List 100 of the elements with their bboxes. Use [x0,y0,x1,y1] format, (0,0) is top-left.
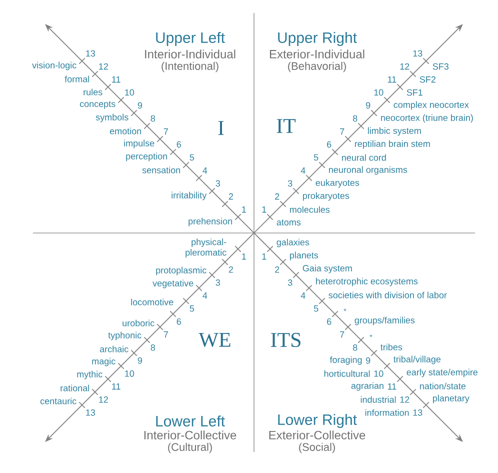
level-label: heterotrophic ecosystems [316,278,418,286]
level-label: centauric [40,398,76,404]
level-label: early state/empire [406,368,478,378]
level-label: irritability [172,192,207,200]
level-label: groups/families [354,316,415,326]
tick-number: 5 [190,154,194,161]
level-label: perception [126,152,168,162]
tick-number: 13 [413,409,422,416]
level-label: eukaryotes [316,179,360,188]
tick-number: 5 [314,154,318,161]
tick-number: 6 [327,318,332,325]
tick-number: 2 [228,266,233,273]
level-label: atoms [276,220,301,226]
level-label: SF3 [432,63,449,70]
tick-number: 4 [202,292,208,299]
level-label: concepts [80,101,116,109]
tick-number: 12 [400,63,410,70]
tick-number: 5 [314,305,318,312]
level-label: limbic system [368,127,421,136]
tick-number: 3 [216,279,220,286]
tick-number: 1 [262,206,266,213]
tick-number: 6 [176,141,182,148]
level-label: impulse [124,140,154,148]
level-label: molecules [290,206,330,213]
tick-number: 12 [99,396,108,403]
quadrant-pronoun: WE [198,332,230,348]
quadrant-pronoun: IT [276,119,296,133]
level-label: galaxies [276,238,310,248]
tick-number: 7 [340,331,344,338]
level-label: symbols [96,114,128,122]
level-label: SF2 [420,76,436,83]
tick-number: 4 [300,292,306,299]
tick-number: 1 [262,253,266,260]
tick-number: 10 [125,89,134,96]
tick-number: 8 [353,344,358,351]
level-label: locomotive [131,298,174,306]
level-label: foraging [330,356,362,365]
tick-number: 8 [150,344,156,351]
tick-number: 4 [300,167,306,174]
level-label: uroboric [122,320,154,326]
level-label: magic [92,358,116,366]
tick-number: 3 [216,180,220,187]
quadrant-subtitle: Exterior-Individual [270,50,364,58]
level-label: protoplasmic [156,266,206,276]
level-label: prehension [188,218,232,226]
quadrant-title: Upper Left [156,32,225,46]
level-label: information [365,409,409,416]
level-label: Gaia system [302,264,352,274]
level-label: tribal/village [394,356,441,364]
level-label: rules [84,88,102,96]
quadrant-title: Upper Right [278,32,357,46]
tick-number: 12 [400,396,410,403]
tick-number: 13 [413,50,422,57]
tick-number: 13 [86,409,96,416]
quadrant-note: (Behavorial) [288,62,346,72]
quadrant-pronoun: I [218,121,224,135]
tick-number: 11 [112,76,120,83]
tick-number: 8 [150,115,156,122]
quadrant-subtitle: Interior-Individual [145,50,236,58]
level-label: physical-pleromatic [186,238,226,258]
quadrant-subtitle: Exterior-Collective [269,430,366,440]
level-label: archaic [100,346,128,352]
tick-number: 10 [125,370,134,377]
tick-number: 9 [138,357,142,364]
tick-number: 8 [353,115,358,122]
level-label: neocortex (triune brain) [381,114,473,123]
level-label: typhonic [108,332,142,340]
quadrant-note: (Cultural) [168,442,212,454]
level-label: sensation [142,166,180,174]
tick-number: 4 [202,167,208,174]
tick-number: 11 [112,383,120,390]
level-label: formal [64,76,89,82]
quadrant-pronoun: ITS [271,332,300,348]
tick-number: 9 [366,102,370,109]
level-label: horticultural [324,370,370,377]
quadrant-title: Lower Right [278,414,357,428]
quadrant-note: (Social) [299,442,335,454]
tick-number: 7 [164,331,168,338]
level-label: planets [290,252,318,260]
tick-number: 1 [242,206,246,213]
level-label: planetary [432,394,470,404]
quadrant-subtitle: Interior-Collective [144,430,236,440]
quadrant-note: (Intentional) [162,62,218,72]
level-label: neuronal organisms [329,166,408,175]
tick-number: 2 [275,193,280,200]
level-label: tribes [380,344,402,350]
tick-number: 7 [164,128,168,135]
tick-number: 9 [366,357,370,364]
tick-number: 3 [288,180,292,187]
tick-number: 12 [99,63,108,70]
tick-number: 10 [374,370,384,377]
tick-number: 1 [242,253,246,260]
tick-number: 9 [138,102,142,109]
tick-number: 10 [374,89,384,96]
level-label: vision-logic [32,62,76,70]
level-label: emotion [110,128,142,134]
tick-number: 11 [388,383,396,390]
tick-number: 13 [86,50,96,57]
tick-number: 11 [388,76,396,83]
tick-number: 2 [228,193,233,200]
